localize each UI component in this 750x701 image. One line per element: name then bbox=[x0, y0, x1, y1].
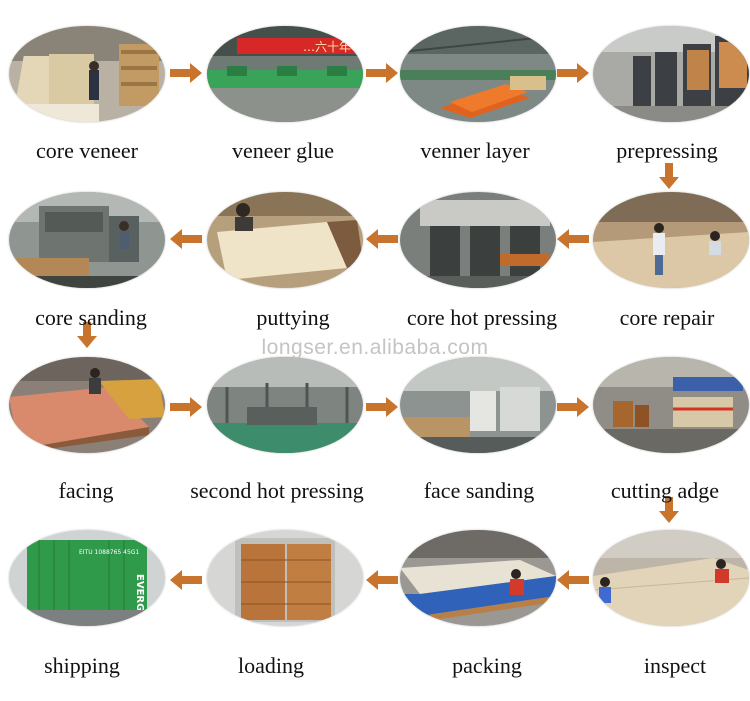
step-label-face-sanding: face sanding bbox=[423, 478, 535, 503]
arrow-left-icon bbox=[557, 570, 589, 590]
banner-text: …六十年 bbox=[303, 40, 351, 54]
core-hot-pressing-photo bbox=[400, 192, 556, 288]
arrow-right-icon bbox=[366, 63, 398, 83]
step-label-core-veneer: core veneer bbox=[36, 138, 138, 163]
arrow-right-icon bbox=[170, 397, 202, 417]
core-repair-photo bbox=[593, 192, 749, 288]
puttying-photo bbox=[207, 192, 363, 288]
prepressing-photo bbox=[593, 26, 749, 122]
arrow-left-icon bbox=[366, 229, 398, 249]
arrow-left-icon bbox=[170, 570, 202, 590]
facing-photo bbox=[9, 357, 165, 453]
arrow-right-icon bbox=[557, 397, 589, 417]
arrow-left-icon bbox=[557, 229, 589, 249]
venner-layer-photo bbox=[400, 26, 556, 122]
step-label-veneer-glue: veneer glue bbox=[232, 138, 334, 163]
step-label-venner-layer: venner layer bbox=[420, 138, 530, 163]
face-sanding-photo bbox=[400, 357, 556, 453]
inspect-photo bbox=[593, 530, 749, 626]
arrow-right-icon bbox=[170, 63, 202, 83]
watermark-text: longser.en.alibaba.com bbox=[261, 336, 489, 359]
step-label-inspect: inspect bbox=[643, 653, 707, 678]
core-veneer-photo bbox=[9, 26, 165, 122]
arrow-right-icon bbox=[557, 63, 589, 83]
arrow-down-icon bbox=[77, 322, 97, 348]
step-label-puttying: puttying bbox=[256, 305, 330, 330]
step-label-second-hot-pressing: second hot pressing bbox=[190, 478, 364, 503]
cutting-adge-photo bbox=[593, 357, 749, 453]
container-code: EITU 1088765 45G1 bbox=[79, 549, 139, 556]
arrow-right-icon bbox=[366, 397, 398, 417]
arrow-down-icon bbox=[659, 497, 679, 523]
loading-photo bbox=[207, 530, 363, 626]
arrow-left-icon bbox=[366, 570, 398, 590]
shipping-photo: EITU 1088765 45G1 EVERGREEN bbox=[9, 530, 165, 626]
step-label-core-repair: core repair bbox=[619, 305, 715, 330]
step-label-loading: loading bbox=[238, 653, 304, 678]
step-label-shipping: shipping bbox=[44, 653, 120, 678]
core-sanding-photo bbox=[9, 192, 165, 288]
arrow-down-icon bbox=[659, 163, 679, 189]
step-label-cutting-adge: cutting adge bbox=[610, 478, 720, 503]
step-label-core-sanding: core sanding bbox=[35, 305, 147, 330]
step-label-packing: packing bbox=[452, 653, 522, 678]
veneer-glue-photo: …六十年 bbox=[207, 26, 363, 122]
container-brand: EVERGREEN bbox=[134, 574, 145, 626]
step-label-facing: facing bbox=[58, 478, 114, 503]
step-label-core-hot-pressing: core hot pressing bbox=[406, 305, 558, 330]
packing-photo bbox=[400, 530, 556, 626]
arrow-left-icon bbox=[170, 229, 202, 249]
second-hot-pressing-photo bbox=[207, 357, 363, 453]
step-label-prepressing: prepressing bbox=[616, 138, 718, 163]
